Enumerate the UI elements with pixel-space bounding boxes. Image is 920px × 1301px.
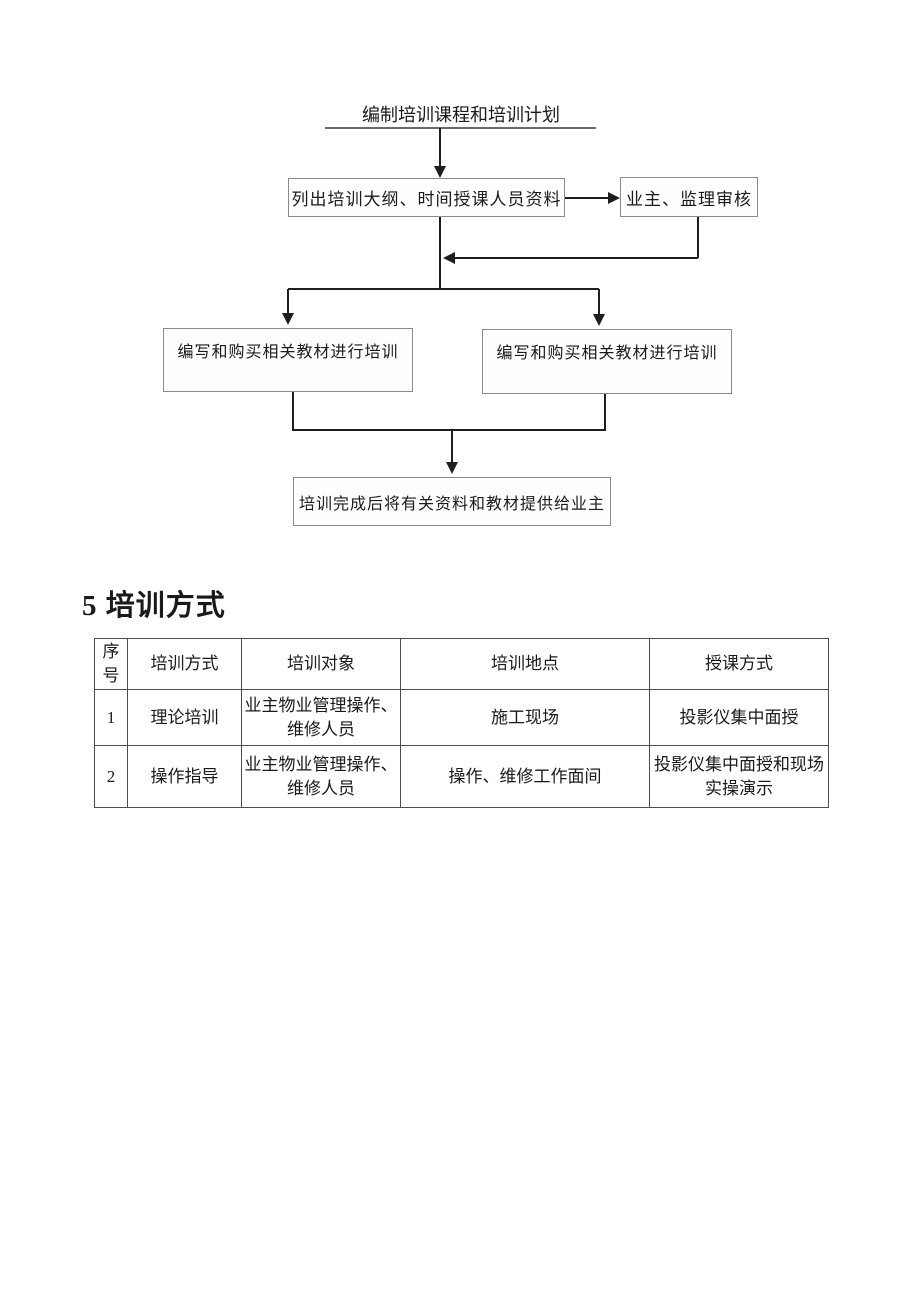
training-flowchart: 编制培训课程和培训计划 列出培训大纲、时间授课人员资料 业主、监理审核 编写和购… [0,0,920,570]
cell-teaching-method: 投影仪集中面授和现场实操演示 [649,745,829,808]
arrow-start-to-step1 [434,128,446,178]
cell-training-method: 理论培训 [127,689,242,746]
cell-training-target: 业主物业管理操作、维修人员 [241,745,401,808]
arrow-review-feedback [443,217,699,264]
converge-to-final-arrow [292,392,606,474]
flowchart-node-materials-training-left: 编写和购买相关教材进行培训 [163,328,413,392]
col-header-index: 序号 [94,638,128,690]
split-branch-arrows [282,288,605,326]
flowchart-node-deliver-to-owner: 培训完成后将有关资料和教材提供给业主 [293,477,611,526]
cell-training-target: 业主物业管理操作、维修人员 [241,689,401,746]
cell-index: 1 [94,689,128,746]
arrow-step1-to-review [565,192,620,204]
cell-training-location: 施工现场 [400,689,650,746]
section-heading: 5 培训方式 [82,590,226,622]
training-methods-table: 序号 培训方式 培训对象 培训地点 授课方式 1 理论培训 业主物业管理操作、维… [94,638,829,808]
flowchart-start-label: 编制培训课程和培训计划 [362,105,560,125]
table-header-row: 序号 培训方式 培训对象 培训地点 授课方式 [94,638,829,690]
cell-training-location: 操作、维修工作面间 [400,745,650,808]
col-header-training-method: 培训方式 [127,638,242,690]
flowchart-connectors [282,127,699,474]
table-row: 2 操作指导 业主物业管理操作、维修人员 操作、维修工作面间 投影仪集中面授和现… [94,745,829,808]
cell-index: 2 [94,745,128,808]
col-header-teaching-method: 授课方式 [649,638,829,690]
cell-training-method: 操作指导 [127,745,242,808]
cell-teaching-method: 投影仪集中面授 [649,689,829,746]
flowchart-node-owner-supervisor-review: 业主、监理审核 [620,177,758,217]
flowchart-node-outline-schedule: 列出培训大纲、时间授课人员资料 [288,178,565,217]
table-row: 1 理论培训 业主物业管理操作、维修人员 施工现场 投影仪集中面授 [94,689,829,746]
col-header-training-target: 培训对象 [241,638,401,690]
flowchart-node-materials-training-right: 编写和购买相关教材进行培训 [482,329,732,394]
col-header-training-location: 培训地点 [400,638,650,690]
